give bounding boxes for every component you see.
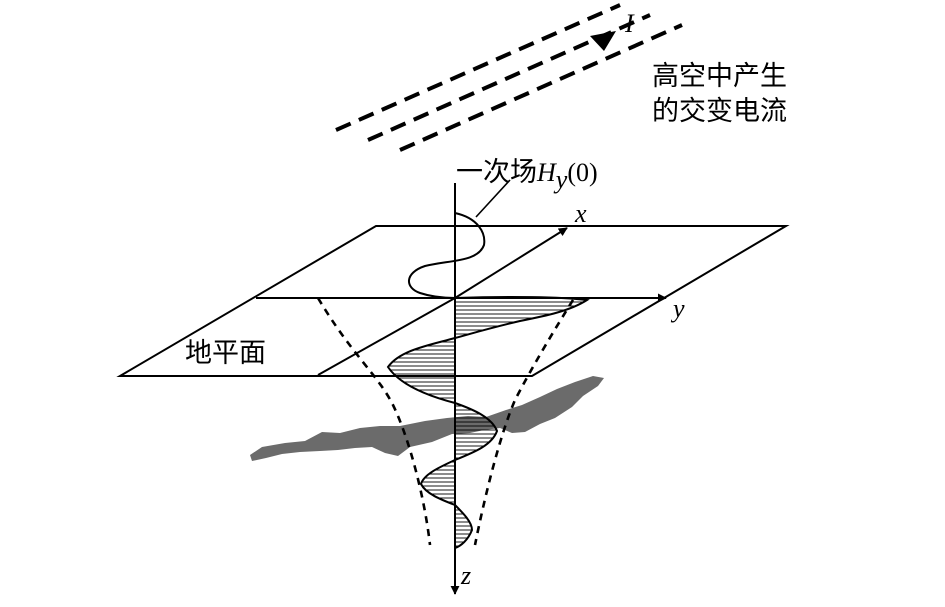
ground-plane-outline [116,225,790,377]
decay-envelope [316,297,575,546]
x-axis-label: x [574,199,587,228]
primary-field-label: 一次场Hy(0) [456,157,598,194]
y-axis-label: y [670,294,685,323]
primary-field-symbol: H [536,158,557,187]
primary-field-wave [408,212,486,299]
ground-plane-label: 地平面 [185,338,266,369]
current-symbol-label: I [624,9,635,38]
envelope-left [316,297,432,546]
induced-field-profile [388,296,587,548]
envelope-right [473,299,575,546]
primary-field-subscript: y [553,165,568,194]
z-axis-label: z [460,561,471,590]
current-direction-arrow [590,31,616,51]
current-line-1 [335,3,621,132]
x-axis-arrow [454,227,568,299]
primary-field-prefix: 一次场 [456,157,537,188]
ground-plane-midline-x [317,297,456,376]
current-caption-line2: 的交变电流 [652,96,787,127]
primary-field-leader [475,179,511,218]
current-line-3 [399,23,683,152]
primary-field-argument: (0) [567,158,597,187]
current-caption-line1: 高空中产生 [652,61,787,92]
conductor-body [250,376,604,461]
